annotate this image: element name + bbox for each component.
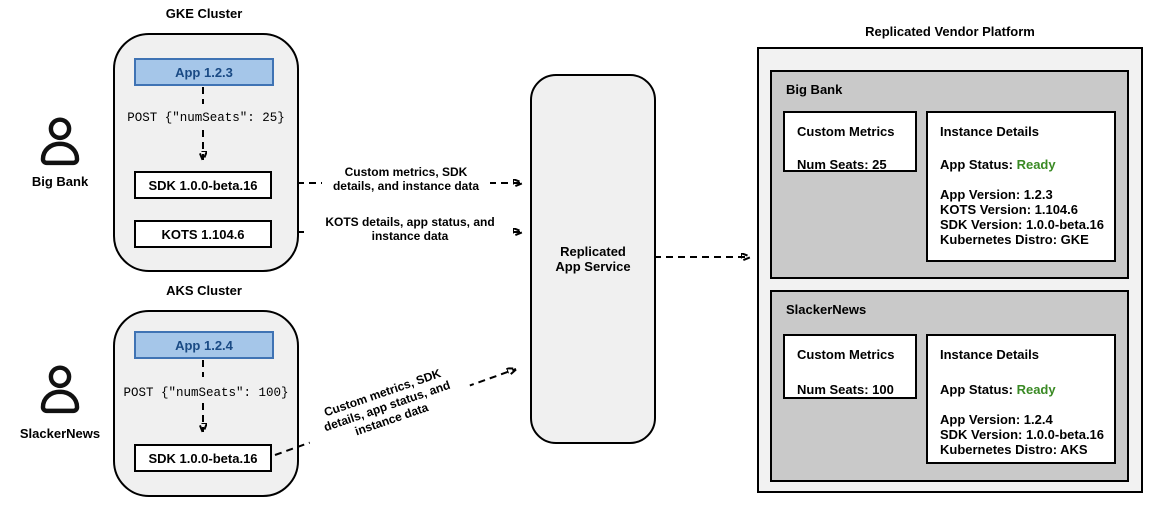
detail-line: Kubernetes Distro: GKE (940, 232, 1089, 247)
detail-line: KOTS Version: 1.104.6 (940, 202, 1079, 217)
person-icon (40, 117, 80, 166)
actor-slackernews-label: SlackerNews (19, 426, 101, 441)
arrow-label-kots-data: KOTS details, app status, and instance d… (308, 214, 512, 244)
app-status-label: App Status: (940, 157, 1013, 172)
sdk-box: SDK 1.0.0-beta.16 (134, 444, 272, 472)
app-status-value: Ready (1016, 157, 1056, 172)
custom-metrics-title: Custom Metrics (797, 347, 895, 362)
num-seats-value: Num Seats: 100 (797, 382, 894, 397)
gke-cluster: App 1.2.3 POST {"numSeats": 25} SDK 1.0.… (113, 33, 299, 272)
kots-box: KOTS 1.104.6 (134, 220, 272, 248)
tenant-panel-big-bank: Big Bank Custom Metrics Num Seats: 25 In… (770, 70, 1129, 279)
tenant-header: SlackerNews (786, 302, 867, 317)
person-icon (40, 365, 80, 414)
instance-details-box: Instance Details App Status: Ready App V… (926, 111, 1116, 262)
actor-big-bank (32, 110, 88, 170)
instance-detail-lines: App Version: 1.2.3 KOTS Version: 1.104.6… (940, 187, 1108, 247)
vendor-platform: Big Bank Custom Metrics Num Seats: 25 In… (757, 47, 1143, 493)
post-annotation: POST {"numSeats": 100} (123, 386, 289, 400)
app-status-line: App Status: Ready (940, 382, 1108, 397)
tenant-header: Big Bank (786, 82, 843, 97)
sdk-box: SDK 1.0.0-beta.16 (134, 171, 272, 199)
app-status-label: App Status: (940, 382, 1013, 397)
aks-cluster-title: AKS Cluster (166, 283, 242, 298)
detail-line: Kubernetes Distro: AKS (940, 442, 1088, 457)
app-status-value: Ready (1016, 382, 1056, 397)
custom-metrics-box: Custom Metrics Num Seats: 100 (783, 334, 917, 399)
app-box: App 1.2.3 (134, 58, 274, 86)
instance-details-title: Instance Details (940, 347, 1039, 362)
vendor-platform-title: Replicated Vendor Platform (865, 24, 1035, 39)
arrow-label-sdk-data: Custom metrics, SDK details, and instanc… (322, 164, 490, 194)
arrow-label-aks-sdk-data: Custom metrics, SDK details, app status,… (299, 357, 475, 455)
app-box: App 1.2.4 (134, 331, 274, 359)
detail-line: App Version: 1.2.4 (940, 412, 1053, 427)
aks-cluster: App 1.2.4 POST {"numSeats": 100} SDK 1.0… (113, 310, 299, 497)
num-seats-value: Num Seats: 25 (797, 157, 887, 172)
instance-details-title: Instance Details (940, 124, 1039, 139)
actor-slackernews (32, 358, 88, 418)
service-label: Replicated App Service (555, 244, 631, 274)
replicated-app-service: Replicated App Service (530, 74, 656, 444)
instance-detail-lines: App Version: 1.2.4 SDK Version: 1.0.0-be… (940, 412, 1108, 457)
gke-cluster-title: GKE Cluster (165, 6, 243, 21)
actor-big-bank-label: Big Bank (31, 174, 89, 189)
instance-details-box: Instance Details App Status: Ready App V… (926, 334, 1116, 464)
custom-metrics-box: Custom Metrics Num Seats: 25 (783, 111, 917, 172)
tenant-panel-slackernews: SlackerNews Custom Metrics Num Seats: 10… (770, 290, 1129, 482)
detail-line: App Version: 1.2.3 (940, 187, 1053, 202)
custom-metrics-title: Custom Metrics (797, 124, 895, 139)
app-status-line: App Status: Ready (940, 157, 1108, 172)
post-annotation: POST {"numSeats": 25} (127, 111, 285, 125)
detail-line: SDK Version: 1.0.0-beta.16 (940, 427, 1105, 442)
detail-line: SDK Version: 1.0.0-beta.16 (940, 217, 1105, 232)
